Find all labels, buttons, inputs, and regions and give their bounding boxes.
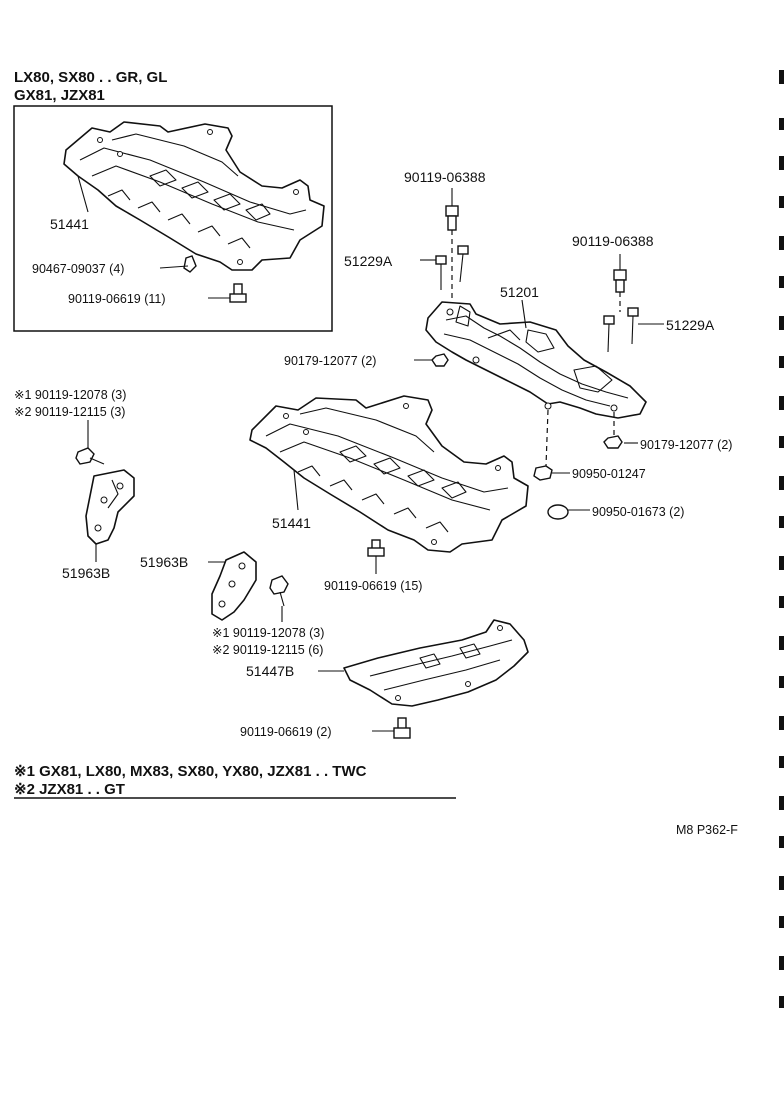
inset-clip [159, 255, 197, 273]
label-inset-bolt: 90119-06619 (11) [68, 292, 166, 306]
label-crossmember: 51201 [500, 284, 539, 300]
label-cushion-upper: 90950-01247 [572, 467, 646, 481]
stud-right [603, 307, 639, 353]
models-line-2: GX81, JZX81 [14, 87, 105, 104]
models-line-1: LX80, SX80 . . GR, GL [14, 69, 167, 86]
lower-note-1: ※1 90119-12078 (3) [212, 626, 324, 640]
cushion-lower [547, 504, 569, 520]
footnote-2: ※2 JZX81 . . GT [14, 781, 125, 798]
bracket-mid [211, 551, 257, 621]
label-nut-left: 90179-12077 (2) [284, 354, 376, 368]
bracket-left [85, 469, 135, 545]
inset-frame [13, 105, 333, 332]
cushion-upper [533, 465, 553, 481]
label-inset-cover: 51441 [50, 216, 89, 232]
leader-main-cover [293, 469, 299, 511]
scan-edge-marks [779, 70, 784, 1008]
footnote-1: ※1 GX81, LX80, MX83, SX80, YX80, JZX81 .… [14, 763, 367, 780]
stud-left [435, 245, 469, 290]
label-bolt-top-center: 90119-06388 [404, 169, 486, 185]
label-cushion-lower: 90950-01673 (2) [592, 505, 684, 519]
label-front-cover-bolt: 90119-06619 (2) [240, 725, 332, 739]
upper-note-2: ※2 90119-12115 (3) [14, 405, 125, 419]
inset-bolt [208, 283, 247, 303]
upper-note-1: ※1 90119-12078 (3) [14, 388, 126, 402]
label-nut-right: 90179-12077 (2) [640, 438, 732, 452]
front-cover-bolt [393, 717, 411, 739]
upper-bolt [75, 447, 105, 465]
crossmember [425, 301, 647, 419]
label-bracket-left: 51963B [62, 565, 110, 581]
figure-code: M8 P362-F [676, 823, 738, 837]
nut-left [431, 353, 449, 367]
leader-inset-cover [77, 175, 89, 213]
main-cover-bolt [367, 539, 385, 574]
alignment-line-left [545, 409, 549, 467]
bolt-top-right [613, 269, 627, 312]
front-cover-plate [343, 619, 529, 707]
label-bolt-top-right: 90119-06388 [572, 233, 654, 249]
label-inset-clip: 90467-09037 (4) [32, 262, 124, 276]
label-stud-left: 51229A [344, 253, 393, 269]
label-main-cover-bolt: 90119-06619 (15) [324, 579, 422, 593]
label-front-cover: 51447B [246, 663, 294, 679]
leader-crossmember [521, 299, 527, 329]
label-stud-right: 51229A [666, 317, 715, 333]
nut-right [603, 435, 623, 449]
inset-cover-plate [63, 121, 325, 271]
main-cover-plate [249, 395, 529, 553]
bolt-top-center [445, 205, 459, 300]
label-bracket-mid: 51963B [140, 554, 188, 570]
lower-note-2: ※2 90119-12115 (6) [212, 643, 323, 657]
lower-bolt [269, 575, 289, 607]
label-main-cover: 51441 [272, 515, 311, 531]
